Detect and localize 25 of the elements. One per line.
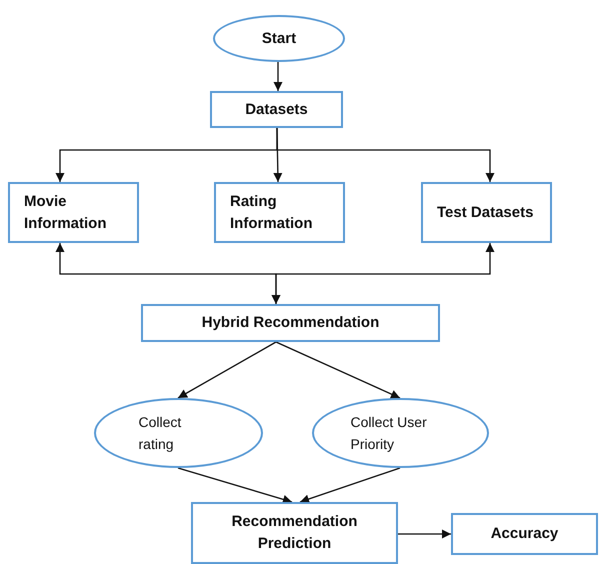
node-label: Collect User Priority — [350, 413, 428, 454]
node-label: Test Datasets — [437, 202, 534, 222]
arrow — [273, 62, 283, 91]
process-box — [214, 182, 345, 243]
arrow — [276, 341, 400, 399]
node-label: Accuracy — [490, 524, 558, 544]
node-label: Recommendation Prediction — [230, 512, 358, 554]
arrow — [276, 128, 495, 182]
process-box — [141, 304, 440, 342]
node-label: Movie Information — [24, 192, 108, 234]
process-box — [451, 513, 598, 555]
arrow — [178, 341, 276, 399]
arrow — [398, 529, 451, 539]
arrow — [271, 243, 495, 304]
node-label: Start — [262, 28, 296, 48]
node-label: Hybrid Recommendation — [202, 313, 380, 333]
node-label: Rating Information — [230, 192, 314, 234]
process-box — [210, 91, 343, 128]
process-box — [191, 502, 398, 564]
node-label: Datasets — [245, 100, 308, 120]
process-box — [421, 182, 552, 243]
node-label: Collect rating — [138, 413, 182, 454]
process-box — [8, 182, 139, 243]
arrow — [300, 467, 400, 504]
arrow — [178, 467, 292, 504]
